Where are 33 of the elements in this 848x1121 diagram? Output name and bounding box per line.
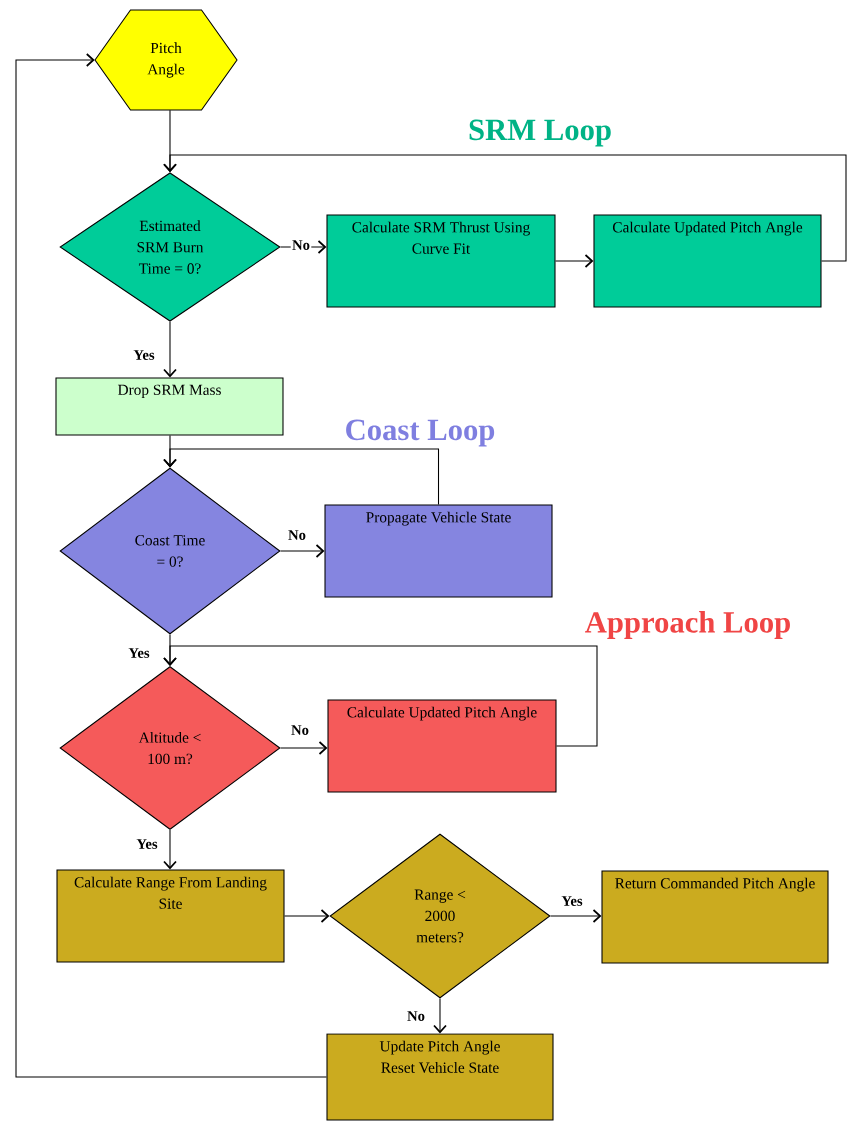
edge-label: Yes bbox=[127, 646, 151, 660]
arrow bbox=[280, 544, 325, 558]
arrow bbox=[433, 998, 447, 1034]
edge-label: No bbox=[290, 238, 312, 252]
edge-label: No bbox=[286, 528, 308, 542]
edge-label: Yes bbox=[560, 894, 584, 908]
process-box: Calculate Updated Pitch Angle bbox=[593, 214, 822, 308]
process-box: Calculate Range From Landing Site bbox=[56, 869, 285, 963]
loop-title: Approach Loop bbox=[585, 611, 790, 639]
arrow bbox=[163, 448, 440, 505]
process-box: Calculate SRM Thrust Using Curve Fit bbox=[326, 214, 556, 308]
arrow bbox=[163, 829, 177, 870]
arrow bbox=[550, 909, 602, 923]
arrow bbox=[163, 321, 177, 378]
loop-title: SRM Loop bbox=[469, 119, 611, 147]
hexagon: Pitch Angle bbox=[94, 9, 238, 111]
process-box: Update Pitch Angle Reset Vehicle State bbox=[326, 1033, 554, 1121]
edge-label: Yes bbox=[135, 837, 159, 851]
arrow bbox=[284, 909, 330, 923]
process-box: Calculate Updated Pitch Angle bbox=[327, 699, 557, 793]
arrow bbox=[555, 254, 594, 268]
arrow bbox=[163, 645, 598, 747]
loop-title: Coast Loop bbox=[346, 419, 495, 447]
edge-label: No bbox=[405, 1009, 427, 1023]
edge-label: Yes bbox=[132, 348, 156, 362]
arrow bbox=[15, 53, 327, 1078]
process-box: Return Commanded Pitch Angle bbox=[601, 870, 829, 964]
arrow bbox=[163, 154, 847, 262]
process-box: Propagate Vehicle State bbox=[324, 504, 553, 598]
arrow bbox=[280, 240, 327, 254]
edge-label: No bbox=[289, 723, 311, 737]
process-box: Drop SRM Mass bbox=[55, 377, 284, 436]
arrow bbox=[280, 741, 328, 755]
